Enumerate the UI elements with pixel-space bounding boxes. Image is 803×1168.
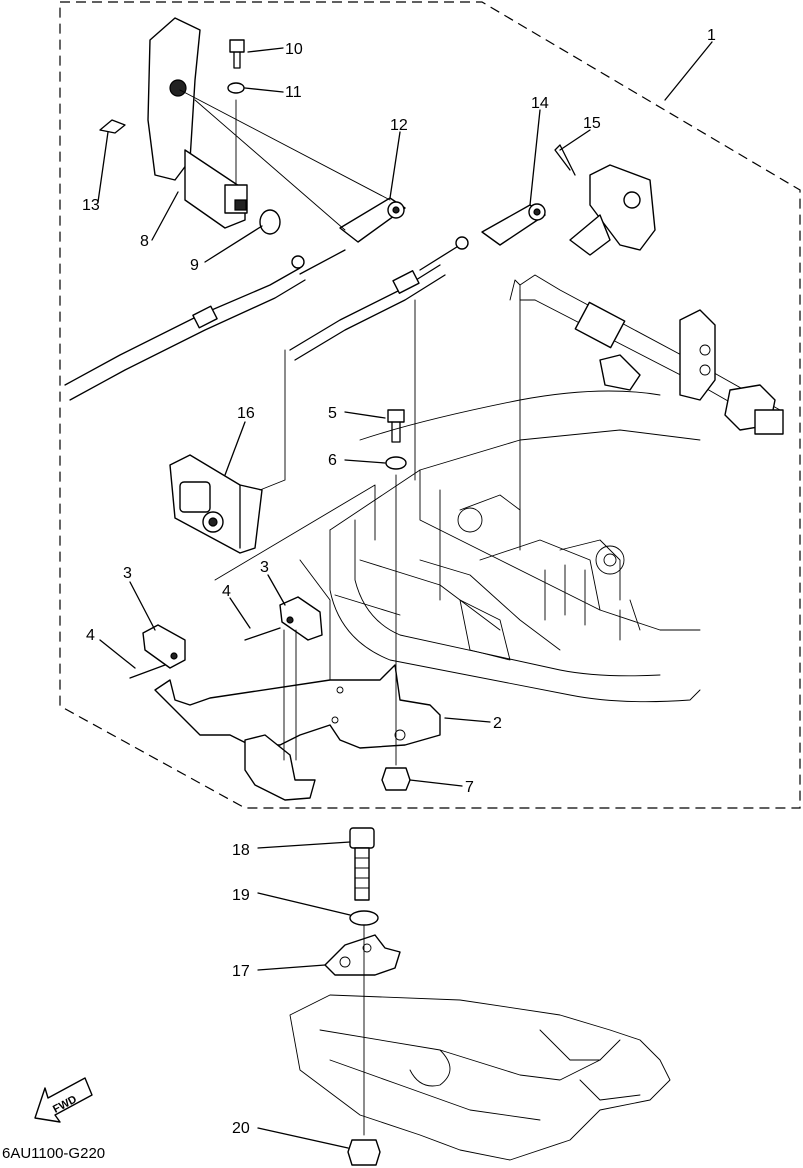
part-19-washer	[349, 910, 379, 926]
callout-16: 16	[237, 405, 255, 422]
part-16-bracket	[169, 454, 263, 554]
callout-12: 12	[390, 117, 408, 134]
callout-4-right: 4	[222, 583, 231, 600]
callout-14: 14	[531, 95, 549, 112]
part-5-bolt	[387, 409, 405, 443]
part-6-washer	[385, 456, 407, 470]
shift-arm	[569, 164, 656, 256]
part-13-clip	[99, 119, 126, 134]
callout-10: 10	[285, 41, 303, 58]
guide-line-8-12	[179, 89, 391, 231]
callout-13: 13	[82, 197, 100, 214]
callout-4-left: 4	[86, 627, 95, 644]
part-17-bracket	[324, 934, 401, 976]
part-14-joint	[481, 203, 546, 246]
callout-18: 18	[232, 842, 250, 859]
callout-9: 9	[190, 257, 199, 274]
callout-3-right: 3	[260, 559, 269, 576]
callout-8: 8	[140, 233, 149, 250]
callout-20: 20	[232, 1120, 250, 1137]
assembly-boundary	[59, 1, 801, 809]
swivel-bracket	[289, 994, 671, 1161]
callout-5: 5	[328, 405, 337, 422]
bottom-cowling	[299, 390, 701, 721]
callout-7: 7	[465, 779, 474, 796]
guide-line-bracket	[214, 484, 376, 581]
part-9-oring	[259, 209, 281, 235]
part-11-washer	[227, 82, 245, 94]
fwd-arrow-icon: FWD	[34, 1077, 93, 1123]
part-12-joint	[339, 197, 406, 243]
drawing-code: 6AU1100-G220	[2, 1145, 105, 1162]
part-10-bolt	[229, 39, 245, 69]
shift-shaft-assembly	[509, 274, 784, 435]
callout-6: 6	[328, 452, 337, 469]
part-4-pin-right	[244, 627, 281, 641]
callout-15: 15	[583, 115, 601, 132]
guide-line-16	[259, 349, 286, 491]
part-3-holder-right	[279, 596, 323, 641]
callout-2: 2	[493, 715, 502, 732]
part-7-nut	[381, 767, 411, 791]
callout-11: 11	[285, 84, 302, 101]
callout-19: 19	[232, 887, 250, 904]
callout-1: 1	[707, 27, 716, 44]
shift-cables	[64, 236, 469, 401]
guide-line-3-plate	[283, 629, 297, 761]
part-18-bolt	[349, 827, 375, 901]
part-15-clip	[554, 144, 576, 176]
part-8-lever	[147, 17, 248, 229]
part-3-holder-left	[142, 624, 186, 669]
leader-lines	[97, 41, 713, 1149]
callout-3-left: 3	[123, 565, 132, 582]
part-2-plate	[154, 664, 441, 801]
part-20-nut	[347, 1139, 381, 1166]
callout-17: 17	[232, 963, 250, 980]
callout-labels: 1 2 3 3 4 4 5 6 7 8 9 10 11 12 13 14 15 …	[82, 27, 716, 1137]
part-4-pin-left	[129, 664, 166, 679]
